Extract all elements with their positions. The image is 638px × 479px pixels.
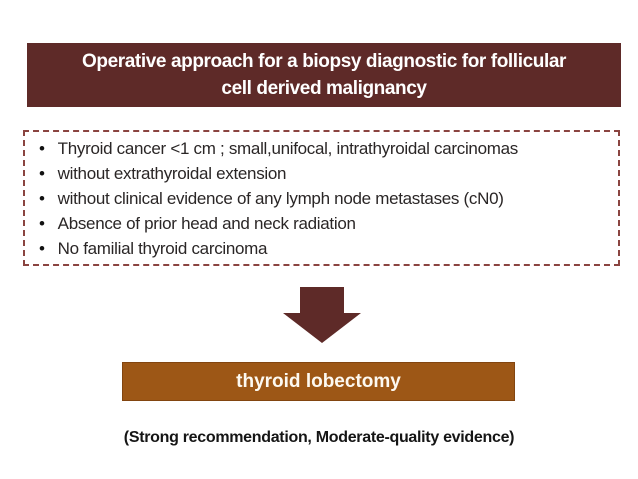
criteria-box: • Thyroid cancer <1 cm ; small,unifocal,… — [23, 130, 620, 266]
down-arrow-icon — [283, 287, 361, 343]
criteria-item: • Thyroid cancer <1 cm ; small,unifocal,… — [37, 136, 614, 161]
title-line-1: Operative approach for a biopsy diagnost… — [82, 51, 566, 72]
footnote-text: (Strong recommendation, Moderate-quality… — [123, 429, 515, 446]
criteria-item: • without clinical evidence of any lymph… — [37, 186, 614, 211]
bullet-icon: • — [39, 139, 45, 158]
criteria-item: • No familial thyroid carcinoma — [37, 236, 614, 261]
criteria-item-text: Absence of prior head and neck radiation — [57, 214, 356, 233]
bullet-icon: • — [39, 164, 45, 183]
result-label: thyroid lobectomy — [236, 370, 401, 392]
title-line-2: cell derived malignancy — [221, 78, 427, 99]
criteria-item-text: without extrathyroidal extension — [57, 164, 287, 183]
criteria-item-text: without clinical evidence of any lymph n… — [57, 189, 504, 208]
criteria-item-text: No familial thyroid carcinoma — [57, 239, 268, 258]
bullet-icon: • — [39, 189, 45, 208]
criteria-list: • Thyroid cancer <1 cm ; small,unifocal,… — [37, 136, 614, 261]
criteria-item-text: Thyroid cancer <1 cm ; small,unifocal, i… — [57, 139, 519, 158]
title-banner: Operative approach for a biopsy diagnost… — [27, 43, 621, 107]
bullet-icon: • — [39, 214, 45, 233]
result-box: thyroid lobectomy — [122, 362, 515, 401]
criteria-item: • without extrathyroidal extension — [37, 161, 614, 186]
bullet-icon: • — [39, 239, 45, 258]
criteria-item: • Absence of prior head and neck radiati… — [37, 211, 614, 236]
